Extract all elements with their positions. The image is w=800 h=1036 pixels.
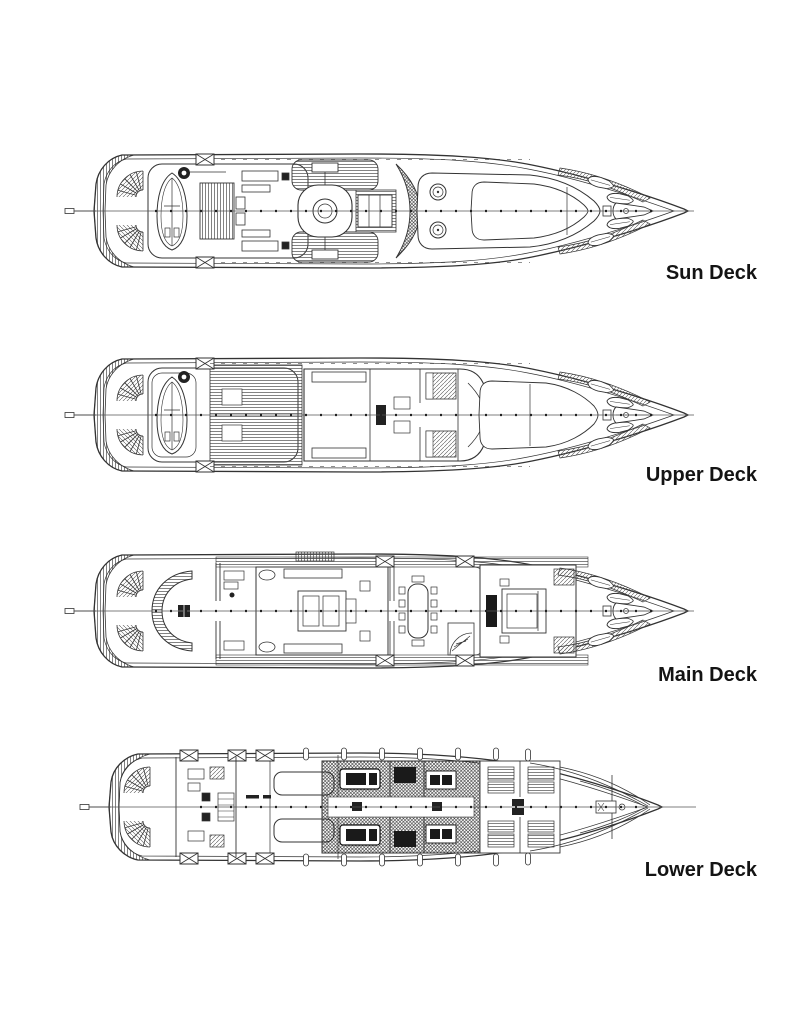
upper-deck-label: Upper Deck	[645, 464, 757, 486]
main-deck-drawing	[64, 551, 694, 669]
lower-deck-drawing	[79, 747, 696, 867]
main-deck-label: Main Deck	[658, 664, 757, 686]
sun-deck-label: Sun Deck	[665, 262, 757, 284]
lower-deck-label: Lower Deck	[644, 859, 757, 881]
sun-deck-drawing	[64, 153, 694, 269]
upper-deck-drawing	[64, 357, 694, 473]
